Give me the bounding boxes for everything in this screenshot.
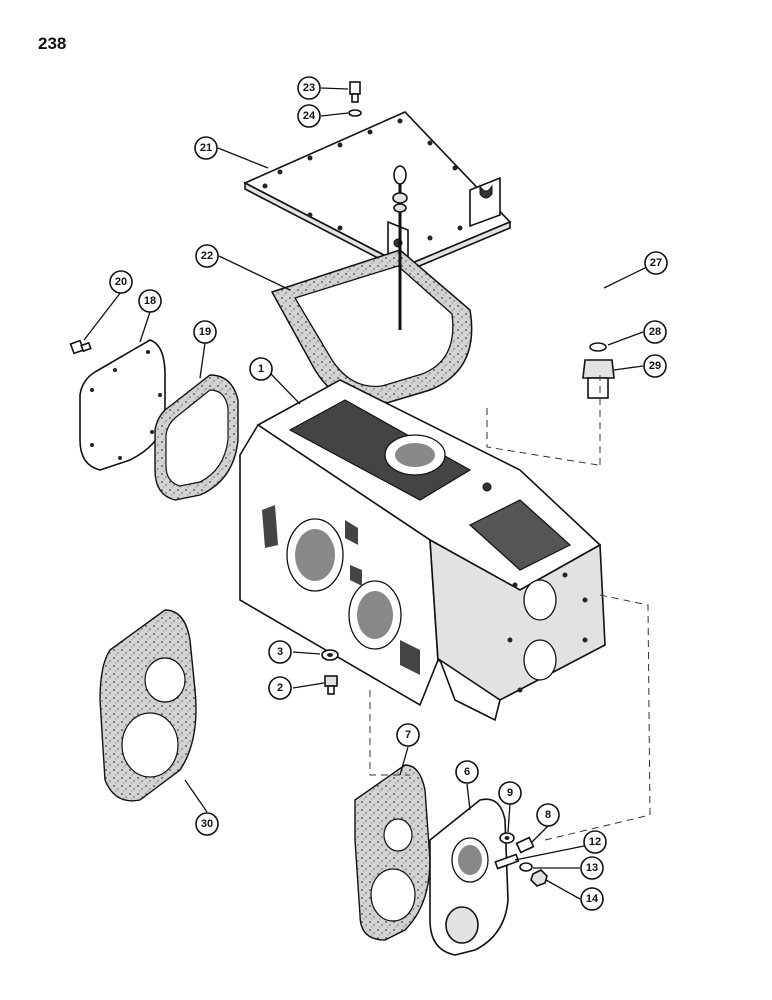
callout-13: 13: [580, 856, 604, 880]
dipstick-o-ring: [589, 342, 607, 352]
svg-text:28: 28: [649, 326, 661, 338]
callout-8: 8: [536, 803, 560, 827]
cover-cap-screw: [515, 836, 535, 854]
svg-text:3: 3: [277, 646, 283, 658]
svg-text:23: 23: [303, 82, 315, 94]
front-cover-gasket: [354, 764, 431, 941]
svg-text:30: 30: [201, 818, 213, 830]
alignment-lines: [369, 375, 651, 841]
callout-27: 27: [644, 251, 668, 275]
rear-housing-gasket: [99, 609, 197, 802]
leader-lines: [83, 87, 654, 900]
svg-text:20: 20: [115, 276, 127, 288]
stud-washer: [519, 862, 533, 872]
svg-text:27: 27: [650, 257, 662, 269]
page-number: 238: [38, 34, 67, 53]
drain-plug-washer: [321, 649, 339, 661]
svg-text:12: 12: [589, 836, 601, 848]
callout-24: 24: [297, 104, 321, 128]
svg-text:21: 21: [200, 142, 212, 154]
svg-text:7: 7: [405, 729, 411, 741]
callout-6: 6: [455, 760, 479, 784]
svg-text:24: 24: [303, 110, 316, 122]
side-cover-gasket: [154, 374, 239, 501]
callout-21: 21: [194, 136, 218, 160]
dipstick-tube-fitting: [582, 359, 615, 399]
callout-29: 29: [643, 354, 667, 378]
svg-text:29: 29: [649, 360, 661, 372]
callout-9: 9: [498, 781, 522, 805]
stud-nut: [530, 869, 548, 887]
svg-text:19: 19: [199, 326, 211, 338]
cover-bolt: [349, 81, 361, 103]
front-bearing-cover: [429, 798, 509, 956]
cover-washer: [499, 832, 515, 844]
svg-text:22: 22: [201, 250, 213, 262]
svg-text:18: 18: [144, 295, 156, 307]
top-gasket: [270, 249, 473, 407]
svg-text:13: 13: [586, 862, 598, 874]
callout-3: 3: [268, 640, 292, 664]
side-cover-plate: [79, 339, 166, 471]
transmission-housing: [239, 379, 606, 722]
svg-text:2: 2: [277, 682, 283, 694]
callout-23: 23: [297, 76, 321, 100]
dipstick: [392, 165, 408, 330]
lock-washer: [348, 109, 362, 117]
callout-18: 18: [138, 289, 162, 313]
callout-2: 2: [268, 676, 292, 700]
side-cover-bolt: [69, 339, 92, 355]
callout-22: 22: [195, 244, 219, 268]
svg-text:6: 6: [464, 766, 470, 778]
callout-20: 20: [109, 270, 133, 294]
svg-text:14: 14: [586, 893, 599, 905]
svg-text:1: 1: [258, 363, 264, 375]
drain-plug: [324, 675, 338, 695]
callout-1: 1: [249, 357, 273, 381]
top-cover-plate: [243, 111, 512, 274]
callout-12: 12: [583, 830, 607, 854]
callout-14: 14: [580, 887, 604, 911]
callout-30: 30: [195, 812, 219, 836]
callout-7: 7: [396, 723, 420, 747]
svg-text:8: 8: [545, 809, 551, 821]
callout-28: 28: [643, 320, 667, 344]
svg-text:9: 9: [507, 787, 513, 799]
cover-stud: [494, 853, 520, 870]
callout-19: 19: [193, 320, 217, 344]
